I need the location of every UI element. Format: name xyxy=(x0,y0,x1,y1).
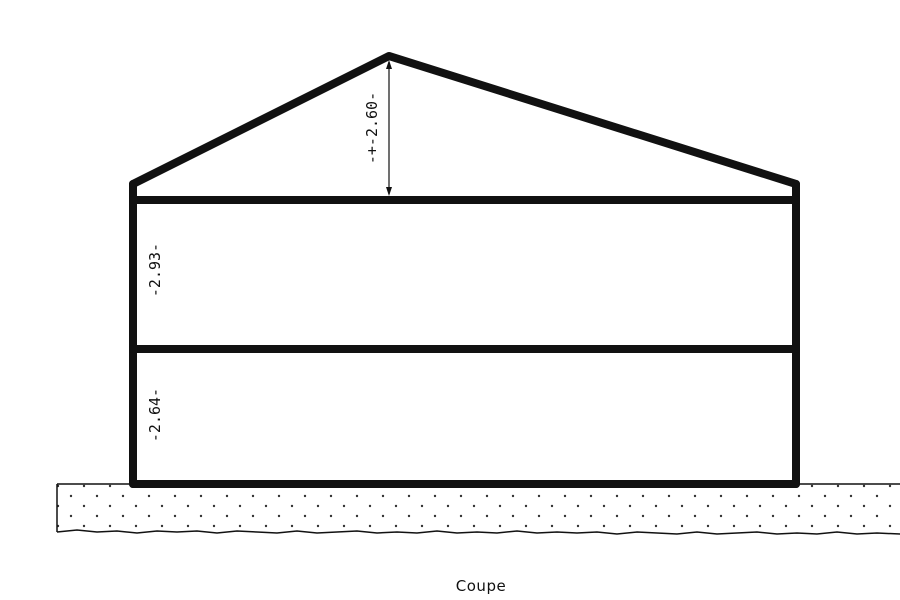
upper-floor-height-label: -2.93- xyxy=(146,243,164,297)
ground-break-line xyxy=(56,529,900,535)
roof-height-label: -+-2.60- xyxy=(363,92,381,164)
roof-height-dimension xyxy=(386,60,392,196)
ground-fill xyxy=(57,484,900,532)
building-section xyxy=(129,52,800,488)
drawing-caption: Coupe xyxy=(455,577,507,595)
dimension-arrow-down-icon xyxy=(386,187,392,196)
dimension-arrow-up-icon xyxy=(386,60,392,69)
ground-floor-height-label: -2.64- xyxy=(146,388,164,442)
roof xyxy=(129,52,800,188)
